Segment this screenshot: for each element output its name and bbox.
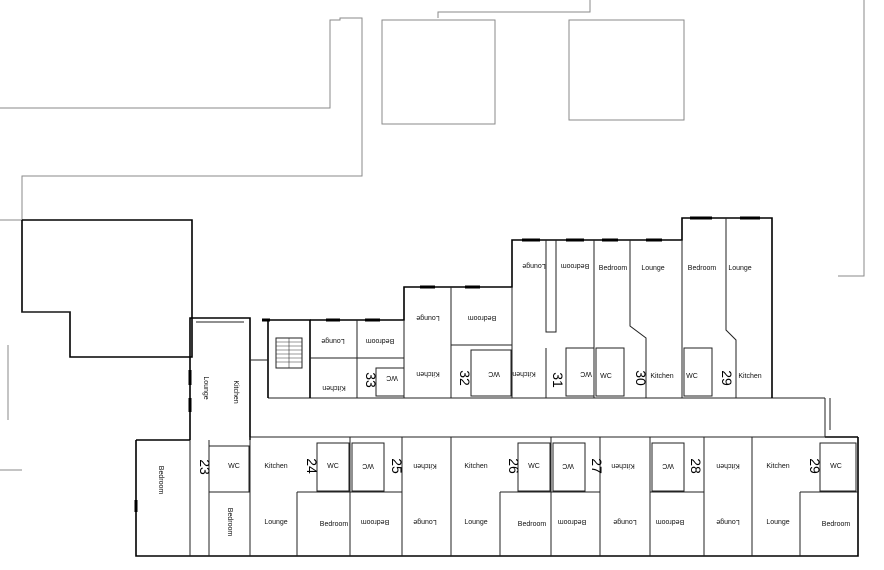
flat-number-31: 31	[550, 372, 566, 388]
room-label-wc: WC	[386, 374, 398, 381]
room-label-wc: WC	[830, 463, 842, 470]
flat-number-32: 32	[457, 370, 473, 386]
room-label-lounge: Lounge	[416, 314, 439, 321]
room-label-bedroom: Bedroom	[561, 262, 590, 269]
room-label-lounge: Lounge	[716, 518, 739, 525]
room-label-kitchen: Kitchen	[650, 373, 673, 380]
lower-walls	[189, 437, 858, 556]
flat-numbers: 33 32 31 30 29 23 24 25 26 27 28 29	[197, 370, 823, 475]
room-label-lounge: Lounge	[522, 262, 545, 269]
room-label-kitchen: Kitchen	[413, 462, 436, 469]
room-label-kitchen: Kitchen	[738, 373, 761, 380]
flat-number-33: 33	[363, 372, 379, 388]
room-label-lounge: Lounge	[728, 265, 751, 272]
room-label-wc: WC	[562, 462, 574, 469]
flat-number-28: 28	[688, 458, 704, 474]
room-label-wc: WC	[327, 463, 339, 470]
flat-number-26: 26	[506, 458, 522, 474]
room-label-wc: WC	[686, 373, 698, 380]
room-label-bedroom: Bedroom	[468, 314, 497, 321]
room-label-wc: WC	[580, 370, 592, 377]
room-label-kitchen: Kitchen	[512, 370, 535, 377]
room-label-lounge: Lounge	[766, 519, 789, 526]
room-label-bedroom: Bedroom	[822, 521, 851, 528]
room-label-bedroom: Bedroom	[518, 521, 547, 528]
upper-walls	[310, 218, 737, 398]
room-label-lounge: Lounge	[202, 376, 209, 399]
room-label-bedroom: Bedroom	[361, 518, 390, 525]
lower-room-labels: Bedroom WC Bedroom Kitchen WC Lounge Bed…	[157, 462, 850, 536]
room-label-wc: WC	[662, 462, 674, 469]
room-label-wc: WC	[488, 370, 500, 377]
room-label-bedroom: Bedroom	[599, 265, 628, 272]
room-label-kitchen: Kitchen	[322, 384, 345, 391]
room-label-lounge: Lounge	[464, 519, 487, 526]
room-label-bedroom: Bedroom	[226, 508, 233, 537]
room-label-lounge: Lounge	[264, 519, 287, 526]
room-label-bedroom: Bedroom	[558, 518, 587, 525]
room-label-kitchen: Kitchen	[416, 370, 439, 377]
flat-number-29-lower: 29	[807, 458, 823, 474]
upper-room-labels: Lounge Bedroom Kitchen WC Lounge Bedroom…	[202, 262, 762, 404]
site-context	[0, 0, 865, 471]
flat-number-29-upper: 29	[719, 370, 735, 386]
room-label-bedroom: Bedroom	[320, 521, 349, 528]
room-label-lounge: Lounge	[321, 337, 344, 344]
room-label-kitchen: Kitchen	[716, 462, 739, 469]
room-label-bedroom: Bedroom	[688, 265, 717, 272]
stair-core	[196, 321, 303, 369]
room-label-kitchen: Kitchen	[232, 380, 239, 403]
flat-number-30: 30	[633, 370, 649, 386]
room-label-wc: WC	[528, 463, 540, 470]
room-label-bedroom: Bedroom	[366, 337, 395, 344]
room-label-kitchen: Kitchen	[766, 463, 789, 470]
adjacent-building	[21, 219, 193, 358]
room-label-wc: WC	[362, 462, 374, 469]
room-label-bedroom: Bedroom	[656, 518, 685, 525]
room-label-wc: WC	[228, 463, 240, 470]
flat-number-23: 23	[197, 459, 213, 475]
room-label-lounge: Lounge	[641, 265, 664, 272]
room-label-kitchen: Kitchen	[464, 463, 487, 470]
room-label-kitchen: Kitchen	[611, 462, 634, 469]
room-label-lounge: Lounge	[413, 518, 436, 525]
room-label-bedroom: Bedroom	[157, 466, 164, 495]
room-label-kitchen: Kitchen	[264, 463, 287, 470]
room-label-wc: WC	[600, 373, 612, 380]
room-label-lounge: Lounge	[613, 518, 636, 525]
window-marks	[134, 216, 760, 512]
flat-number-25: 25	[389, 458, 405, 474]
flat-number-27: 27	[589, 458, 605, 474]
flat-number-24: 24	[304, 458, 320, 474]
